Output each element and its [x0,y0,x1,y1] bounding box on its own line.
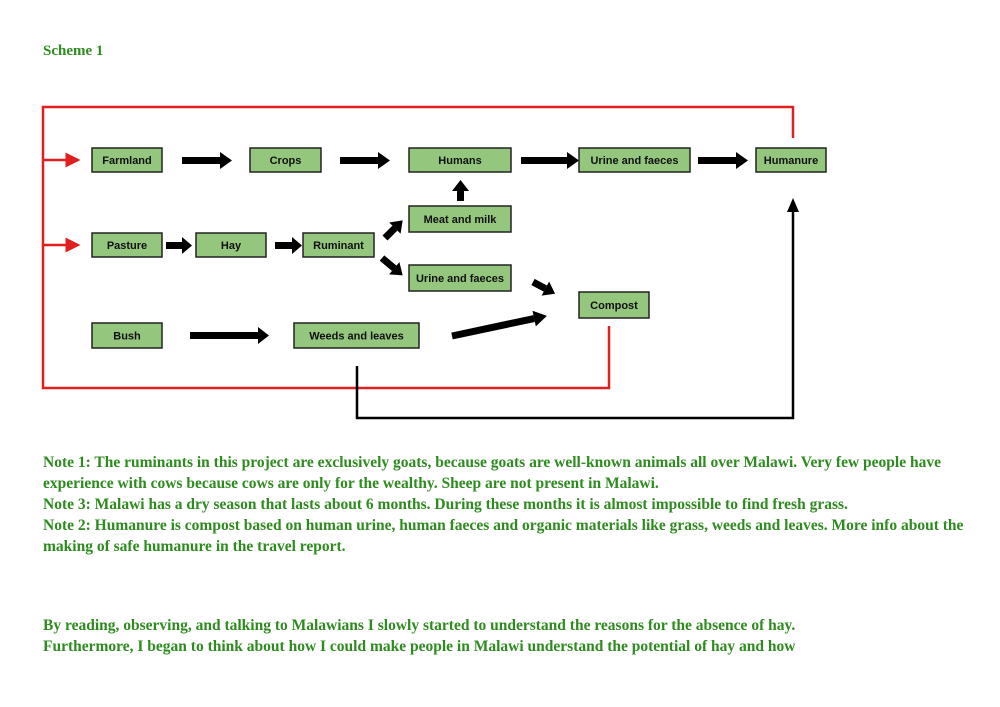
node-hay: Hay [195,232,267,258]
node-urine-faeces-human-label: Urine and faeces [590,155,678,167]
arrow-meat-to-humans [452,180,469,201]
node-farmland: Farmland [91,147,163,173]
node-crops-label: Crops [270,155,302,167]
node-ruminant: Ruminant [302,232,375,258]
arrow-humans-to-urine [521,152,579,169]
node-weeds-leaves: Weeds and leaves [293,322,420,349]
arrow-urine-to-compost [531,278,556,296]
scheme-title: Scheme 1 [43,43,104,59]
node-hay-label: Hay [221,240,242,252]
node-compost-label: Compost [590,300,638,312]
node-ruminant-label: Ruminant [313,240,364,252]
red-loop-top-line [41,105,795,390]
arrow-pasture-to-hay [166,237,192,254]
node-pasture-label: Pasture [107,240,147,252]
node-urine-faeces-ruminant-label: Urine and faeces [416,273,504,285]
node-crops: Crops [249,147,322,173]
node-compost: Compost [578,291,650,319]
node-pasture: Pasture [91,232,163,258]
node-meat-milk-label: Meat and milk [424,214,498,226]
note-3: Note 3: Malawi has a dry season that las… [43,496,848,513]
body-paragraph-line-2: Furthermore, I began to think about how … [43,638,796,655]
flow-diagram: Farmland Crops Humans Urine and faeces H… [41,105,827,420]
red-loop [41,105,795,390]
node-bush: Bush [91,322,163,349]
arrow-weeds-to-compost [451,310,547,340]
node-humans: Humans [408,147,512,173]
arrow-hay-to-ruminant [275,237,302,254]
body-text: By reading, observing, and talking to Ma… [43,615,973,657]
arrow-urine-to-humanure [698,152,748,169]
node-humans-label: Humans [438,155,481,167]
black-loop-arrowhead [787,198,799,212]
node-urine-faeces-ruminant: Urine and faeces [408,264,512,292]
note-1: Note 1: The ruminants in this project ar… [43,454,941,492]
node-humanure: Humanure [755,147,827,173]
node-meat-milk: Meat and milk [408,205,512,233]
notes-section: Note 1: The ruminants in this project ar… [43,452,973,557]
arrow-ruminant-to-meat [382,220,403,241]
flow-arrows [166,152,748,344]
node-urine-faeces-human: Urine and faeces [578,147,691,173]
node-bush-label: Bush [113,331,141,343]
arrow-bush-to-weeds [190,327,269,344]
arrow-crops-to-humans [340,152,390,169]
node-weeds-leaves-label: Weeds and leaves [309,331,404,343]
node-farmland-label: Farmland [102,155,152,167]
node-humanure-label: Humanure [764,155,818,167]
arrow-ruminant-to-urine [379,255,403,276]
black-loop-line [355,212,795,420]
note-2: Note 2: Humanure is compost based on hum… [43,517,964,555]
arrow-farmland-to-crops [182,152,232,169]
body-paragraph-line-1: By reading, observing, and talking to Ma… [43,617,796,634]
